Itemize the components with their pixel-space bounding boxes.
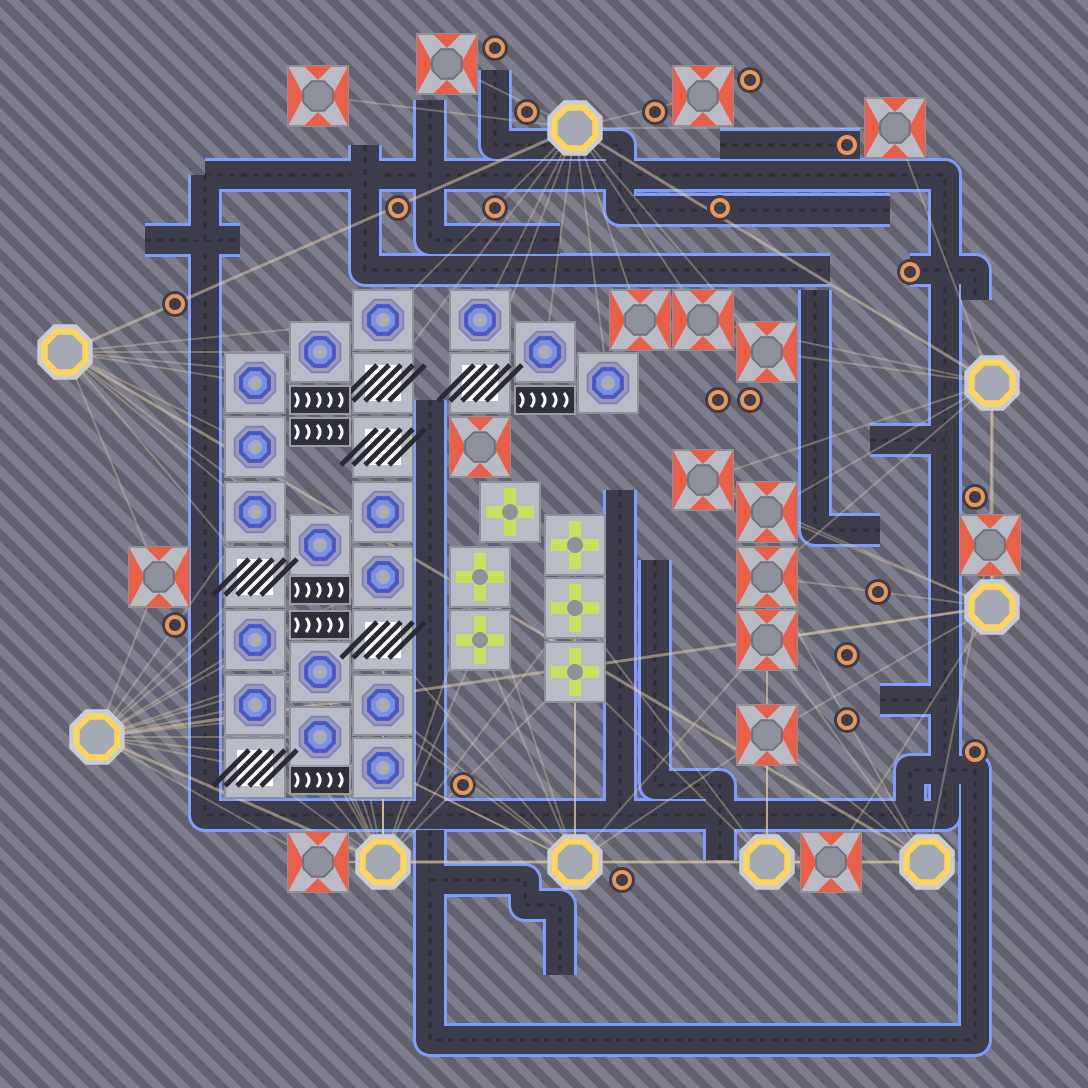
cutter-machine-icon[interactable] (736, 546, 798, 608)
connector-ring-icon[interactable] (834, 707, 860, 733)
rotator-machine-icon[interactable] (352, 289, 414, 351)
connector-ring-icon[interactable] (162, 291, 188, 317)
rotator-machine-icon[interactable] (224, 481, 286, 543)
stacker-machine-icon[interactable] (339, 352, 427, 414)
connector-ring-icon[interactable] (482, 195, 508, 221)
stacker-machine-icon[interactable] (339, 609, 427, 671)
painter-machine-icon[interactable] (479, 481, 541, 543)
rotator-machine-icon[interactable] (352, 481, 414, 543)
belt-icon[interactable] (289, 765, 351, 795)
stacker-machine-icon[interactable] (211, 546, 299, 608)
power-node-icon[interactable] (964, 579, 1020, 635)
connector-ring-icon[interactable] (834, 132, 860, 158)
connector-ring-icon[interactable] (609, 867, 635, 893)
cutter-machine-icon[interactable] (416, 33, 478, 95)
belt[interactable] (416, 100, 560, 254)
belt-icon[interactable] (289, 417, 351, 447)
rotator-machine-icon[interactable] (289, 641, 351, 703)
cutter-machine-icon[interactable] (800, 831, 862, 893)
painter-machine-icon[interactable] (449, 546, 511, 608)
rotator-machine-icon[interactable] (289, 321, 351, 383)
connector-ring-icon[interactable] (962, 739, 988, 765)
cutter-machine-icon[interactable] (864, 97, 926, 159)
rotator-machine-icon[interactable] (577, 352, 639, 414)
cutter-machine-icon[interactable] (736, 321, 798, 383)
connector-ring-icon[interactable] (162, 612, 188, 638)
stacker-machine-icon[interactable] (436, 352, 524, 414)
cutter-machine-icon[interactable] (287, 65, 349, 127)
painter-machine-icon[interactable] (544, 514, 606, 576)
rotator-machine-icon[interactable] (514, 321, 576, 383)
power-node-icon[interactable] (355, 834, 411, 890)
connector-ring-icon[interactable] (482, 35, 508, 61)
cutter-machine-icon[interactable] (609, 289, 671, 351)
connector-ring-icon[interactable] (865, 579, 891, 605)
cutter-machine-icon[interactable] (672, 449, 734, 511)
rotator-machine-icon[interactable] (449, 289, 511, 351)
rotator-machine-icon[interactable] (289, 514, 351, 576)
rotator-machine-icon[interactable] (224, 416, 286, 478)
power-node-icon[interactable] (739, 834, 795, 890)
rotator-machine-icon[interactable] (224, 352, 286, 414)
belts (145, 70, 992, 1057)
painter-machine-icon[interactable] (544, 577, 606, 639)
power-node-icon[interactable] (547, 100, 603, 156)
power-node-icon[interactable] (547, 834, 603, 890)
rotator-machine-icon[interactable] (224, 609, 286, 671)
connector-ring-icon[interactable] (897, 259, 923, 285)
cutter-machine-icon[interactable] (672, 65, 734, 127)
cutter-machine-icon[interactable] (736, 704, 798, 766)
connector-ring-icon[interactable] (707, 195, 733, 221)
connector-ring-icon[interactable] (834, 642, 860, 668)
connector-ring-icon[interactable] (737, 67, 763, 93)
connector-ring-icon[interactable] (642, 99, 668, 125)
connector-ring-icon[interactable] (705, 387, 731, 413)
painter-machine-icon[interactable] (449, 609, 511, 671)
rotator-machine-icon[interactable] (224, 674, 286, 736)
belt-icon[interactable] (289, 610, 351, 640)
connector-ring-icon[interactable] (962, 484, 988, 510)
rotator-machine-icon[interactable] (352, 737, 414, 799)
cutter-machine-icon[interactable] (287, 831, 349, 893)
connector-ring-icon[interactable] (385, 195, 411, 221)
power-node-icon[interactable] (69, 709, 125, 765)
stacker-machine-icon[interactable] (211, 737, 299, 799)
connector-ring-icon[interactable] (737, 387, 763, 413)
power-node-icon[interactable] (37, 324, 93, 380)
rotator-machine-icon[interactable] (352, 674, 414, 736)
cutter-machine-icon[interactable] (959, 514, 1021, 576)
cutter-machine-icon[interactable] (672, 289, 734, 351)
power-node-icon[interactable] (964, 355, 1020, 411)
cutter-machine-icon[interactable] (449, 416, 511, 478)
belt[interactable] (801, 290, 880, 544)
belt-icon[interactable] (289, 385, 351, 415)
connector-ring-icon[interactable] (514, 99, 540, 125)
cutter-machine-icon[interactable] (736, 481, 798, 543)
connector-ring-icon[interactable] (450, 772, 476, 798)
rotator-machine-icon[interactable] (352, 546, 414, 608)
stacker-machine-icon[interactable] (339, 416, 427, 478)
cutter-machine-icon[interactable] (736, 609, 798, 671)
rotator-machine-icon[interactable] (289, 706, 351, 768)
painter-machine-icon[interactable] (544, 641, 606, 703)
belt-icon[interactable] (514, 385, 576, 415)
cutter-machine-icon[interactable] (128, 546, 190, 608)
power-node-icon[interactable] (899, 834, 955, 890)
belt-icon[interactable] (289, 575, 351, 605)
